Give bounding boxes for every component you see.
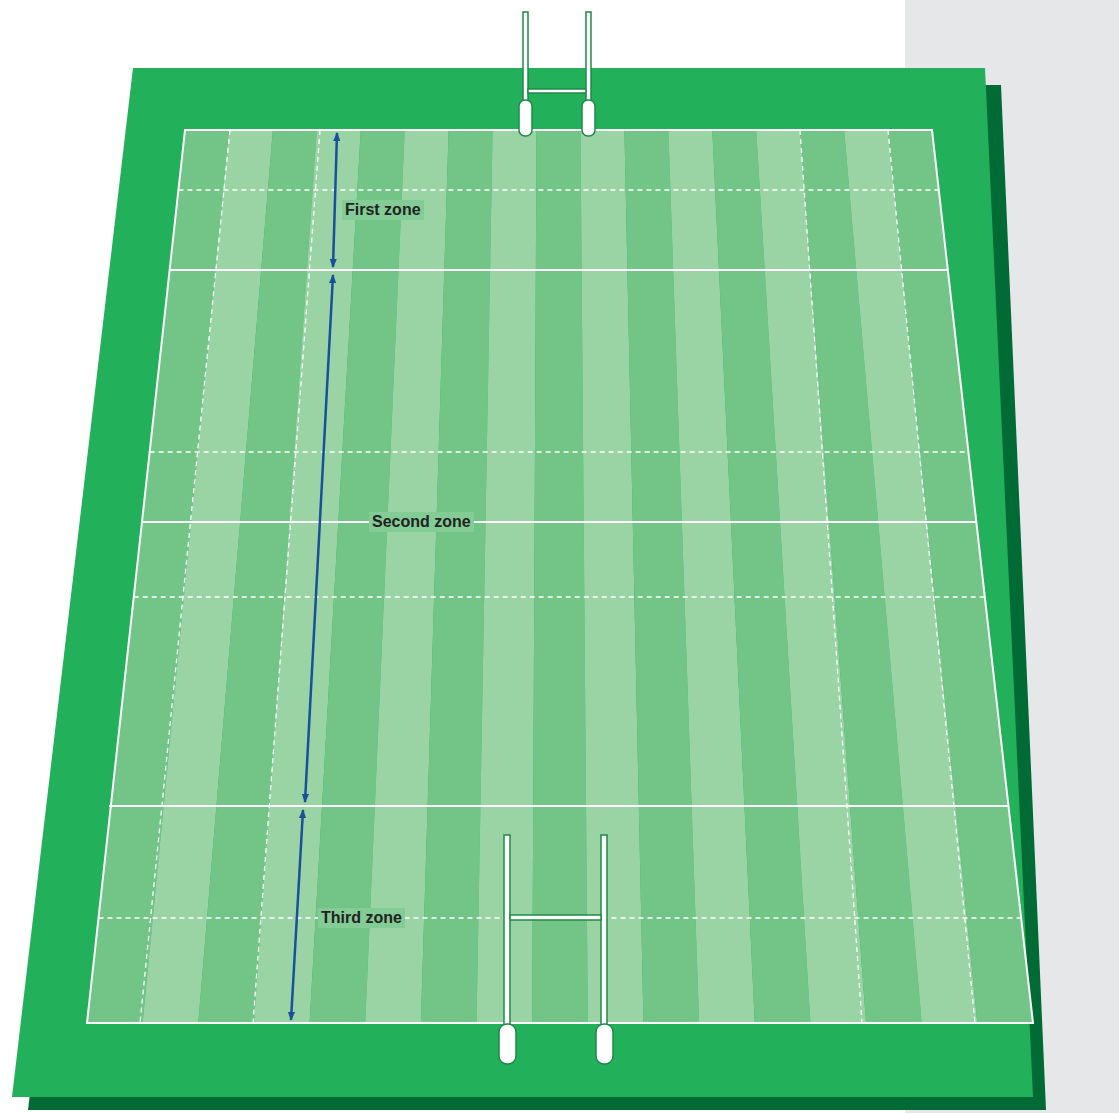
dashed-line [134, 596, 985, 597]
goalposts-near [499, 835, 613, 1064]
goalposts-far [519, 12, 595, 136]
ground [12, 68, 1033, 1097]
dashed-line [150, 451, 969, 452]
ground-shadow [28, 85, 1046, 1110]
dashed-line [178, 189, 938, 190]
dashed-line [800, 130, 862, 1023]
dashed-line [140, 130, 230, 1023]
dashed-line [253, 130, 320, 1023]
dashed-lines [99, 130, 1022, 1023]
grass-stripe [532, 130, 588, 1023]
zone-label: Third zone [318, 908, 405, 928]
field-lines [87, 130, 1033, 1023]
zone-label: Second zone [369, 512, 474, 532]
zone-label: First zone [342, 200, 424, 220]
grass-stripes [87, 130, 1033, 1023]
dashed-line [888, 130, 975, 1023]
grass-stripe [888, 130, 1033, 1023]
zone-dimension-arrows [291, 133, 337, 1020]
